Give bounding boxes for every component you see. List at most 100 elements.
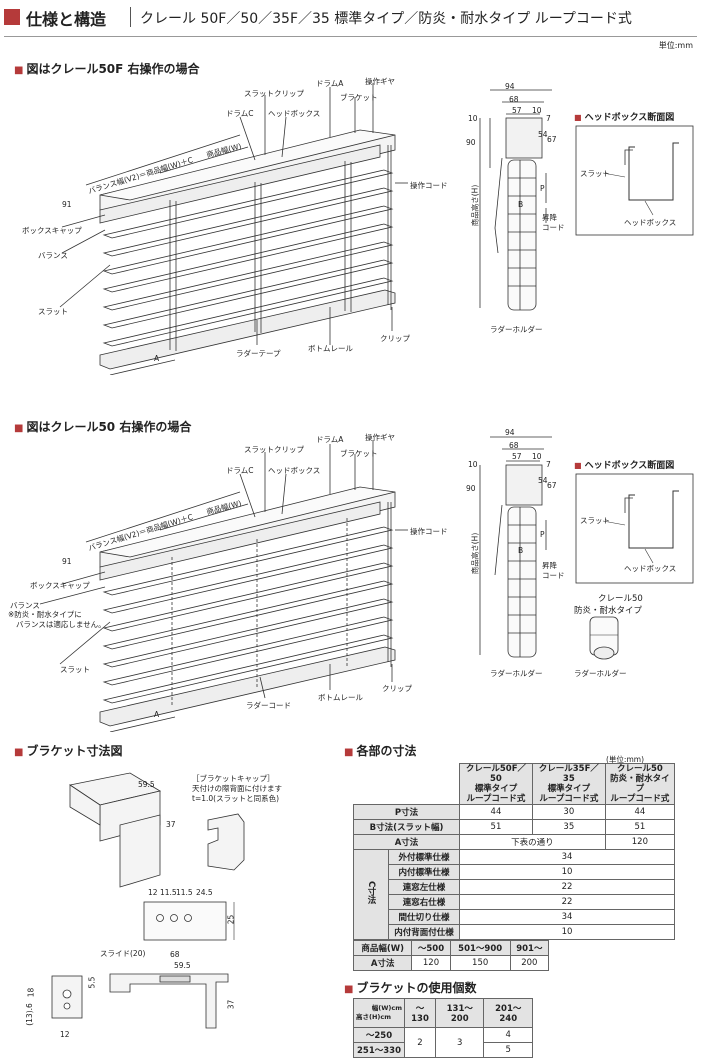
d1-drum-c-label: ドラムC bbox=[226, 109, 254, 118]
bracket-cap-note1: 天付けの際背面に付けます bbox=[192, 784, 282, 793]
cell: 44 bbox=[459, 804, 533, 820]
headbox-section-1-title: ■ヘッドボックス断面図 bbox=[574, 113, 675, 123]
cell: 2 bbox=[404, 1027, 436, 1058]
cell: 〜130 bbox=[404, 998, 436, 1028]
hs1-headbox-label: ヘッドボックス bbox=[624, 218, 677, 227]
d2-dim-91: 91 bbox=[62, 557, 72, 566]
row-label: 間仕切り仕様 bbox=[388, 909, 460, 925]
fire-type-line2: 防炎・耐水タイプ bbox=[574, 606, 643, 616]
bracket-dim-68: 68 bbox=[170, 950, 180, 959]
bracket-dim-245: 24.5 bbox=[196, 888, 213, 897]
diagram1-title: ■図はクレール50F 右操作の場合 bbox=[14, 62, 200, 76]
cell: 10 bbox=[459, 864, 675, 880]
s1-lift-label: 昇降 bbox=[542, 213, 557, 222]
hs1-slat-label: スラット bbox=[580, 169, 610, 178]
s1-dim-94: 94 bbox=[505, 82, 515, 91]
bracket-slide: スライド(20) bbox=[100, 949, 146, 958]
s2-dim-94: 94 bbox=[505, 428, 515, 437]
s1-dim-54: 54 bbox=[538, 130, 548, 139]
bracket-dim-25: 25 bbox=[226, 914, 236, 925]
row-label: 〜250 bbox=[353, 1027, 405, 1043]
bracket-cap-note2: t=1.0(スラットと同系色) bbox=[192, 794, 280, 803]
fire-type-line1: クレール50 bbox=[598, 594, 643, 604]
s1-dim-68: 68 bbox=[509, 95, 519, 104]
page-subtitle: クレール 50F／50／35F／35 標準タイプ／防炎・耐水タイプ ループコード… bbox=[140, 11, 632, 27]
header-rule bbox=[4, 36, 697, 37]
table-row: P寸法 44 30 44 bbox=[353, 804, 676, 820]
s2-dim-90: 90 bbox=[466, 484, 476, 493]
bracket-3d bbox=[68, 772, 162, 888]
s2-cord-label: コード bbox=[542, 571, 565, 580]
s2-dim-10a: 10 bbox=[532, 452, 542, 461]
side-view-1 bbox=[479, 89, 552, 311]
d2-dim-a: A bbox=[154, 710, 160, 719]
row-label: 内付標準仕様 bbox=[388, 864, 460, 880]
headbox-section-2 bbox=[575, 473, 694, 584]
header-divider bbox=[130, 7, 131, 27]
d1-box-cap-label: ボックスキャップ bbox=[22, 226, 82, 235]
table-row: 〜250 2 3 4 bbox=[353, 1027, 533, 1058]
cell: 35 bbox=[531, 819, 606, 835]
bracket-dim-136: (13).6 bbox=[24, 1003, 34, 1026]
d1-clip-label: クリップ bbox=[380, 334, 410, 343]
s1-height-label: 商品高さ(H) bbox=[470, 184, 480, 227]
dimensions-title: ■各部の寸法 bbox=[344, 744, 417, 758]
d1-cord-label: 操作コード bbox=[410, 181, 448, 190]
d2-drum-a-label: ドラムA bbox=[316, 435, 344, 444]
d2-bottom-rail-label: ボトムレール bbox=[318, 693, 363, 702]
cell: 51 bbox=[459, 819, 533, 835]
s2-dim-10b: 10 bbox=[468, 460, 478, 469]
row-label: A寸法 bbox=[353, 834, 460, 850]
page-header: 仕様と構造 クレール 50F／50／35F／35 標準タイプ／防炎・耐水タイプ … bbox=[0, 6, 701, 37]
s2-lift-label: 昇降 bbox=[542, 561, 557, 570]
d1-bottom-rail-label: ボトムレール bbox=[308, 344, 353, 353]
cell: 200 bbox=[509, 955, 550, 971]
table-row: 内付標準仕様 10 bbox=[354, 864, 675, 880]
table-corner bbox=[353, 763, 460, 805]
bracket-dim-115a: 11.5 bbox=[160, 888, 177, 897]
table-row: 連窓左仕様 22 bbox=[354, 879, 675, 895]
cell: 30 bbox=[531, 804, 606, 820]
blind-diagram-2 bbox=[39, 440, 408, 732]
row-label: P寸法 bbox=[353, 804, 460, 820]
bracket-elevation bbox=[109, 973, 229, 1029]
d2-ladder-cord-label: ラダーコード bbox=[246, 701, 291, 710]
s1-b-label: B bbox=[518, 200, 524, 209]
table-row: 間仕切り仕様 34 bbox=[354, 909, 675, 925]
d1-gear-label: 操作ギヤ bbox=[365, 77, 395, 86]
count-corner: 幅(W)cm 高さ(H)cm bbox=[353, 998, 405, 1028]
cell: 10 bbox=[459, 924, 675, 940]
unit-label: 単位:mm bbox=[658, 41, 693, 50]
cell: 4 bbox=[483, 1027, 533, 1043]
s2-dim-54: 54 bbox=[538, 476, 548, 485]
d2-note-line1: ※防炎・耐水タイプに bbox=[8, 610, 82, 619]
row-label: A寸法 bbox=[352, 955, 413, 971]
d2-drum-c-label: ドラムC bbox=[226, 466, 254, 475]
row-label: B寸法(スラット幅) bbox=[353, 819, 460, 835]
d1-valance-label: バランス bbox=[38, 251, 68, 260]
row-label: 内付背面付仕様 bbox=[388, 924, 460, 940]
table-row: 内付背面付仕様 10 bbox=[354, 924, 675, 940]
s2-dim-68: 68 bbox=[509, 441, 519, 450]
bracket-dim-18: 18 bbox=[26, 987, 36, 998]
table-row: C寸法 外付標準仕様 34 bbox=[353, 849, 675, 940]
d2-slat-clip-label: スラットクリップ bbox=[244, 445, 304, 454]
d2-gear-label: 操作ギヤ bbox=[365, 433, 395, 442]
d1-dim-91: 91 bbox=[62, 200, 72, 209]
cell: 22 bbox=[459, 894, 675, 910]
bracket-dim-595: 59.5 bbox=[138, 780, 155, 789]
s2-dim-67: 67 bbox=[547, 481, 557, 490]
s2-dim-7: 7 bbox=[546, 460, 551, 469]
hs2-slat-label: スラット bbox=[580, 516, 610, 525]
table-row: B寸法(スラット幅) 51 35 51 bbox=[353, 819, 676, 835]
bracket-cap-title: ［ブラケットキャップ］ bbox=[192, 774, 275, 783]
cell: 3 bbox=[434, 1027, 485, 1058]
cell: 201〜240 bbox=[483, 998, 533, 1028]
s1-dim-10b: 10 bbox=[468, 114, 478, 123]
s1-dim-90: 90 bbox=[466, 138, 476, 147]
row-label: 外付標準仕様 bbox=[388, 849, 460, 865]
table-row: 251〜330 5 bbox=[353, 1042, 533, 1058]
d2-note-line2: バランスは適応しません。 bbox=[16, 620, 106, 629]
